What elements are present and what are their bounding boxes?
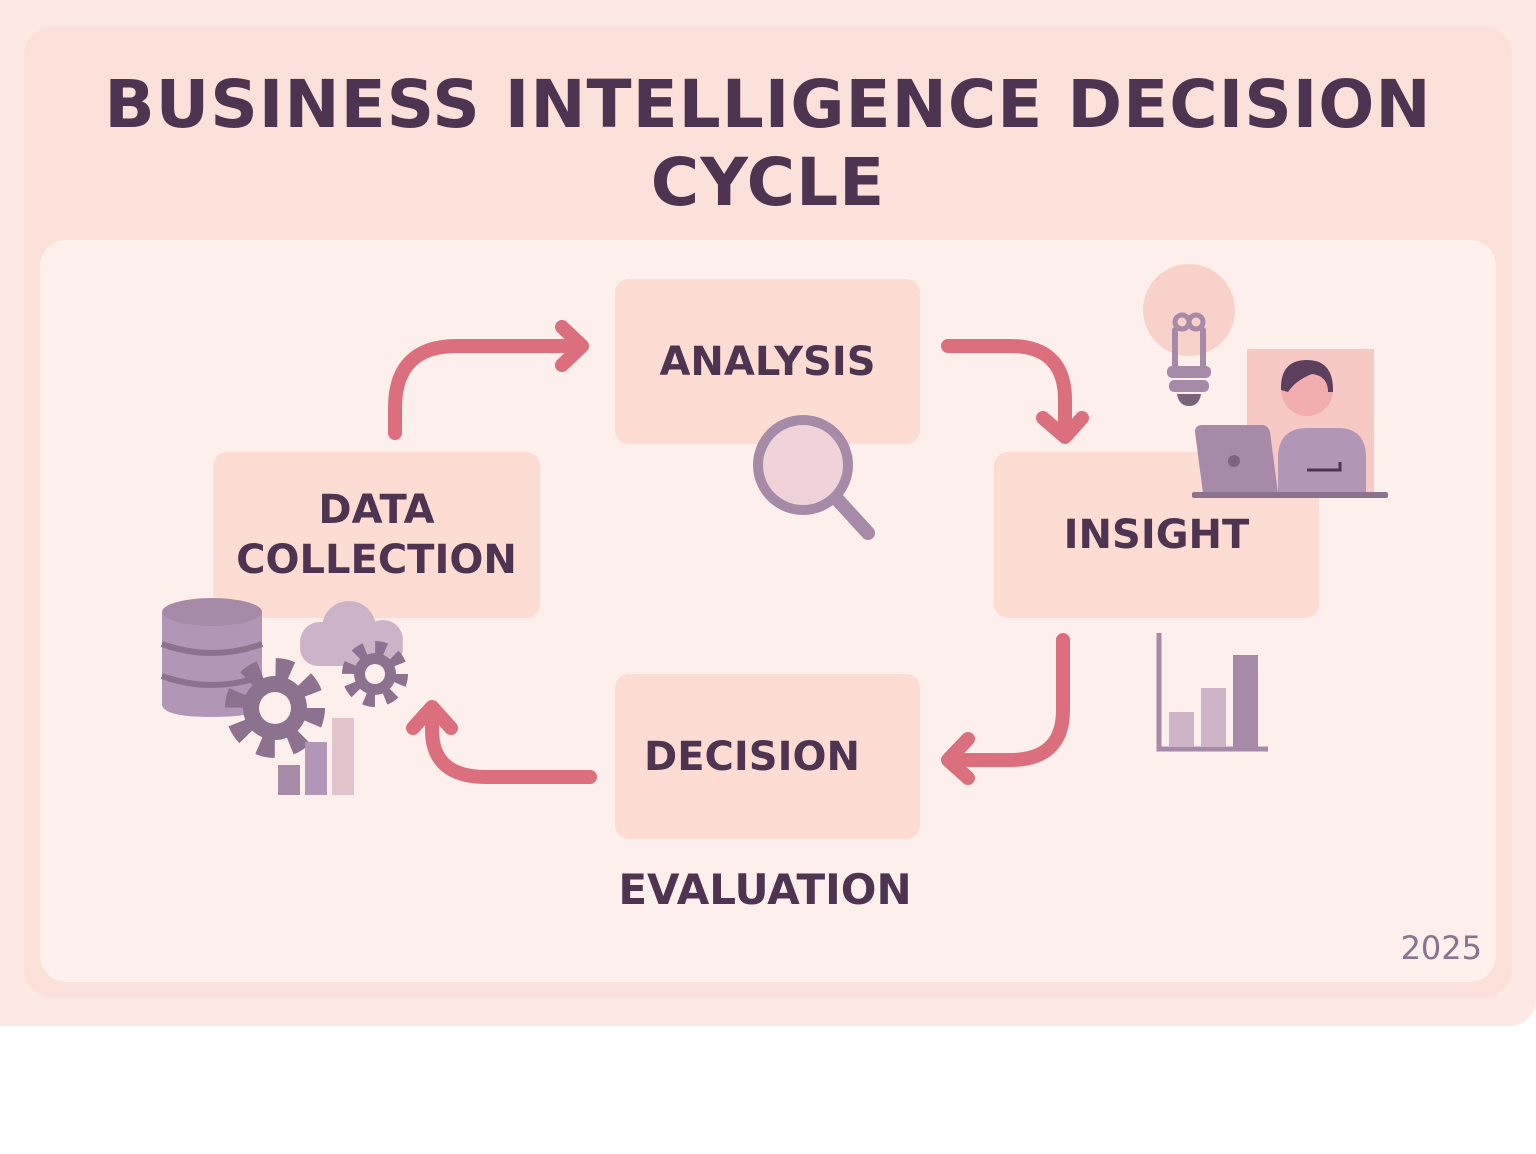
lightbulb-icon bbox=[1143, 264, 1235, 406]
stage-data-collection-line-1: DATA bbox=[318, 487, 435, 533]
stage-data-collection: DATA COLLECTION bbox=[213, 452, 540, 618]
stage-decision: DECISION bbox=[615, 674, 920, 839]
small-gear-icon bbox=[342, 641, 408, 707]
page-title: BUSINESS INTELLIGENCE DECISION CYCLE bbox=[0, 66, 1536, 222]
bar-chart-icon bbox=[1156, 633, 1268, 752]
database-icon bbox=[160, 598, 264, 717]
arrow-insight-to-decision bbox=[941, 633, 1070, 785]
arrow-data-to-analysis bbox=[388, 320, 589, 440]
title-line-1: BUSINESS INTELLIGENCE DECISION bbox=[104, 66, 1432, 143]
stage-insight-label: INSIGHT bbox=[1063, 512, 1250, 558]
small-bar-chart-icon bbox=[278, 718, 354, 795]
stage-decision-label: DECISION bbox=[644, 733, 860, 780]
person-laptop-icon bbox=[1192, 349, 1388, 498]
arrow-analysis-to-insight bbox=[941, 339, 1089, 444]
year-label: 2025 bbox=[1400, 929, 1482, 967]
arrow-decision-to-data bbox=[406, 700, 597, 784]
gear-icon bbox=[225, 658, 325, 758]
title-line-2: CYCLE bbox=[650, 144, 886, 221]
cloud-icon bbox=[300, 601, 403, 666]
magnifier-icon bbox=[753, 415, 875, 540]
stage-analysis: ANALYSIS bbox=[615, 279, 920, 444]
evaluation-label: EVALUATION bbox=[618, 865, 912, 914]
stage-data-collection-line-2: COLLECTION bbox=[236, 537, 517, 583]
stage-analysis-label: ANALYSIS bbox=[659, 338, 876, 385]
